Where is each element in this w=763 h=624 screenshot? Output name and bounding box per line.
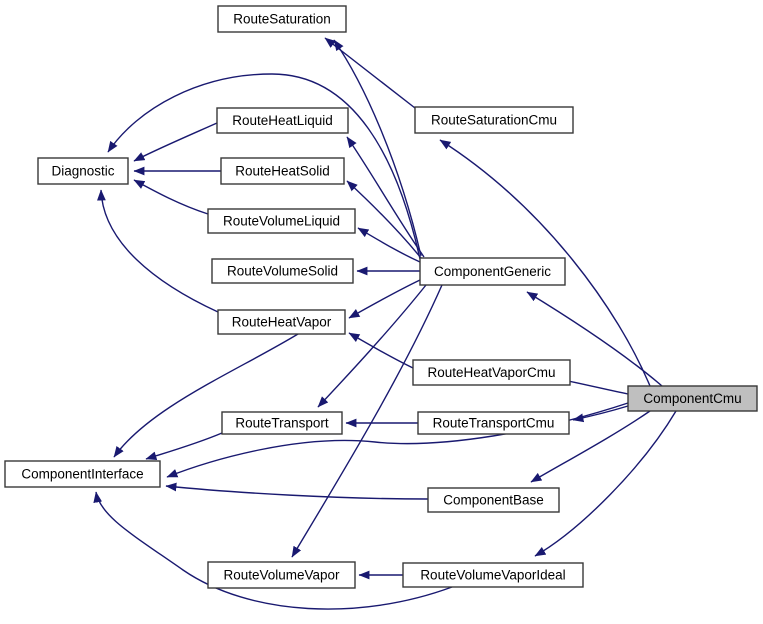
class-label: ComponentInterface — [21, 467, 143, 482]
class-node-RouteVolumeLiquid[interactable]: RouteVolumeLiquid — [207, 208, 356, 234]
class-label: RouteTransport — [235, 416, 329, 431]
inheritance-edge-ComponentGeneric-to-RouteHeatLiquid — [346, 136, 425, 258]
class-box — [37, 157, 129, 185]
class-node-RouteTransport[interactable]: RouteTransport — [221, 411, 343, 435]
class-box — [207, 208, 356, 234]
inheritance-edge-RouteTransport-to-ComponentInterface — [145, 432, 223, 461]
inheritance-edge-RouteVolumeVaporIdeal-to-ComponentInterface — [93, 491, 453, 610]
class-label: RouteHeatLiquid — [232, 113, 333, 128]
class-label: RouteSaturationCmu — [431, 113, 557, 128]
inheritance-edge-RouteVolumeLiquid-to-Diagnostic — [133, 179, 209, 215]
inheritance-edge-ComponentGeneric-to-RouteVolumeVapor — [291, 284, 443, 558]
class-box — [220, 157, 345, 185]
inheritance-edge-ComponentBase-to-ComponentInterface — [165, 482, 429, 500]
class-box — [427, 487, 560, 513]
class-node-RouteVolumeSolid[interactable]: RouteVolumeSolid — [211, 258, 354, 284]
class-node-RouteHeatVaporCmu[interactable]: RouteHeatVaporCmu — [412, 359, 571, 386]
inheritance-edge-ComponentGeneric-to-RouteSaturation — [333, 39, 422, 257]
class-label: RouteHeatVapor — [232, 315, 332, 330]
class-box — [217, 309, 346, 335]
inheritance-edge-ComponentCmu-to-ComponentGeneric — [526, 291, 663, 387]
class-label: RouteHeatSolid — [235, 164, 330, 179]
class-box — [412, 359, 571, 386]
class-label: ComponentCmu — [643, 391, 741, 406]
inheritance-edge-ComponentGeneric-to-RouteHeatSolid — [346, 180, 422, 259]
inheritance-edge-ComponentCmu-to-ComponentBase — [530, 410, 651, 483]
class-label: RouteSaturation — [233, 12, 331, 27]
class-label: RouteTransportCmu — [433, 416, 555, 431]
class-node-Diagnostic[interactable]: Diagnostic — [37, 157, 129, 185]
class-label: Diagnostic — [51, 164, 114, 179]
class-label: RouteVolumeVapor — [223, 568, 340, 583]
class-box — [414, 106, 574, 134]
class-label: ComponentGeneric — [434, 264, 551, 279]
class-node-RouteSaturationCmu[interactable]: RouteSaturationCmu — [414, 106, 574, 134]
class-box — [207, 561, 356, 589]
class-label: RouteVolumeSolid — [227, 264, 338, 279]
class-node-RouteSaturation[interactable]: RouteSaturation — [217, 5, 347, 33]
inheritance-edge-ComponentCmu-to-RouteTransportCmu — [572, 405, 629, 423]
inheritance-edge-RouteHeatVaporCmu-to-RouteHeatVapor — [348, 332, 414, 369]
class-node-RouteHeatVapor[interactable]: RouteHeatVapor — [217, 309, 346, 335]
current-class-box — [627, 385, 758, 412]
class-node-ComponentCmu[interactable]: ComponentCmu — [627, 385, 758, 412]
class-node-RouteHeatSolid[interactable]: RouteHeatSolid — [220, 157, 345, 185]
inheritance-edge-ComponentCmu-to-RouteVolumeVaporIdeal — [534, 410, 677, 557]
inheritance-edge-RouteHeatVapor-to-ComponentInterface — [113, 333, 299, 458]
class-label: RouteHeatVaporCmu — [427, 365, 555, 380]
class-label: ComponentBase — [443, 493, 544, 508]
inheritance-edge-ComponentGeneric-to-Diagnostic — [107, 73, 421, 260]
class-node-ComponentBase[interactable]: ComponentBase — [427, 487, 560, 513]
class-box — [402, 562, 584, 588]
class-node-RouteHeatLiquid[interactable]: RouteHeatLiquid — [216, 107, 349, 134]
class-box — [417, 411, 570, 435]
inheritance-edge-RouteHeatVapor-to-Diagnostic — [97, 189, 219, 313]
class-box — [221, 411, 343, 435]
class-label: RouteVolumeVaporIdeal — [420, 568, 565, 583]
class-box — [216, 107, 349, 134]
class-label: RouteVolumeLiquid — [223, 214, 340, 229]
inheritance-edge-RouteSaturationCmu-to-RouteSaturation — [324, 37, 416, 109]
inheritance-edge-ComponentGeneric-to-RouteHeatVapor — [348, 279, 421, 319]
class-node-RouteVolumeVaporIdeal[interactable]: RouteVolumeVaporIdeal — [402, 562, 584, 588]
inheritance-edge-ComponentCmu-to-RouteSaturationCmu — [439, 139, 651, 387]
class-box — [217, 5, 347, 33]
inheritance-edge-ComponentGeneric-to-RouteVolumeLiquid — [357, 227, 421, 263]
inheritance-edge-ComponentGeneric-to-RouteTransport — [317, 284, 427, 408]
class-box — [211, 258, 354, 284]
class-node-ComponentGeneric[interactable]: ComponentGeneric — [419, 257, 566, 286]
inheritance-edge-RouteHeatLiquid-to-Diagnostic — [133, 122, 218, 162]
class-node-ComponentInterface[interactable]: ComponentInterface — [4, 460, 161, 488]
class-node-RouteVolumeVapor[interactable]: RouteVolumeVapor — [207, 561, 356, 589]
class-box — [419, 257, 566, 286]
class-node-RouteTransportCmu[interactable]: RouteTransportCmu — [417, 411, 570, 435]
class-box — [4, 460, 161, 488]
